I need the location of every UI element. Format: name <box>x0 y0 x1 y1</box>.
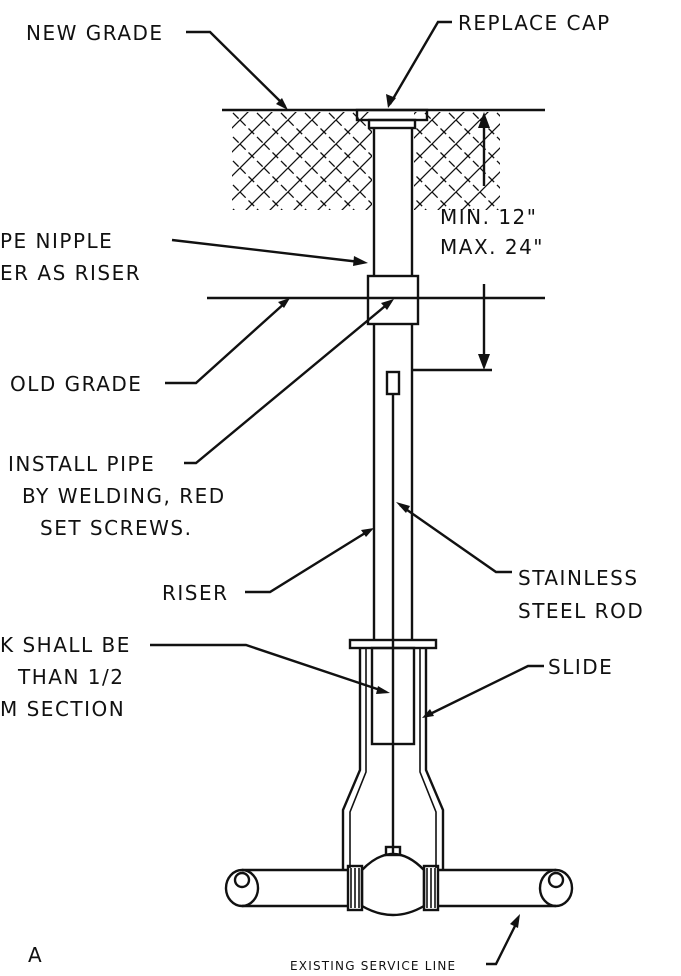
soil-hatch <box>232 112 500 210</box>
replace-cap-label: REPLACE CAP <box>458 11 611 35</box>
coupling <box>366 274 420 326</box>
slide-label: SLIDE <box>548 655 613 679</box>
rod-handle <box>385 370 401 396</box>
stainless-label-line1: STAINLESS <box>518 566 639 590</box>
shall-label-line2: THAN 1/2 <box>17 665 124 689</box>
shall-label-line3: M SECTION <box>0 697 125 721</box>
depth-dimension <box>412 112 492 372</box>
old-grade-label: OLD GRADE <box>10 372 142 396</box>
max-depth-label: MAX. 24" <box>440 235 544 259</box>
new-grade-label: NEW GRADE <box>26 21 164 45</box>
existing-service-line-label: EXISTING SERVICE LINE <box>290 959 456 973</box>
install-label-line1: INSTALL PIPE <box>8 452 155 476</box>
slide-sleeve <box>341 648 445 870</box>
stainless-label-line2: STEEL ROD <box>518 599 644 623</box>
curb-valve <box>346 845 440 917</box>
pipe-nipple-label-line1: PE NIPPLE <box>0 229 113 253</box>
pipe-nipple-label-line2: ER AS RISER <box>0 261 141 285</box>
riser-label: RISER <box>162 581 229 605</box>
install-label-line3: SET SCREWS. <box>40 516 192 540</box>
inner-section <box>370 646 416 746</box>
min-depth-label: MIN. 12" <box>440 205 537 229</box>
corner-letter: A <box>28 943 43 967</box>
install-label-line2: BY WELDING, RED <box>22 484 226 508</box>
cap-neck <box>367 118 417 130</box>
leader-lines <box>150 20 544 966</box>
service-line-pipe <box>224 868 574 908</box>
slide-sleeve-inner <box>349 648 437 868</box>
shall-label-line1: K SHALL BE <box>0 633 131 657</box>
